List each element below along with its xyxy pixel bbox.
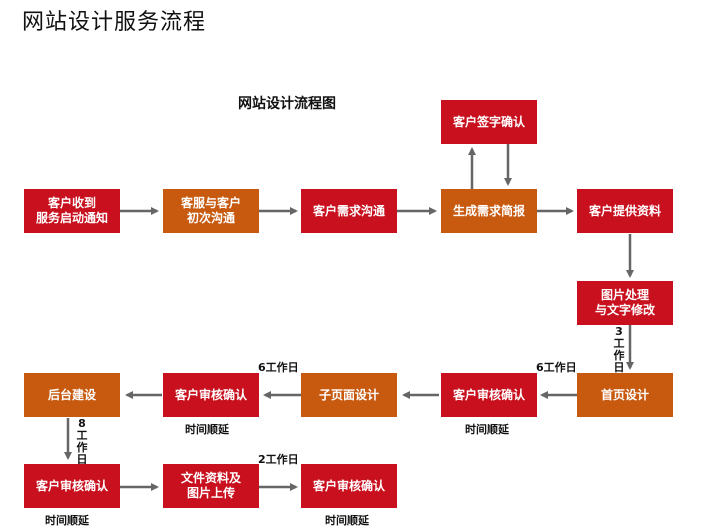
note-6-workdays-a: 6工作日 bbox=[258, 361, 299, 374]
node-client-review-3: 客户审核确认 bbox=[24, 464, 120, 508]
note-delay-4: 时间顺延 bbox=[325, 514, 369, 527]
note-8-workdays: 8工作日 bbox=[76, 417, 88, 466]
note-6-workdays-b: 6工作日 bbox=[536, 361, 577, 374]
node-client-provides-materials: 客户提供资料 bbox=[577, 189, 673, 233]
node-homepage-design: 首页设计 bbox=[577, 373, 673, 417]
note-delay-3: 时间顺延 bbox=[45, 514, 89, 527]
node-generate-brief: 生成需求简报 bbox=[441, 189, 537, 233]
node-subpage-design: 子页面设计 bbox=[301, 373, 397, 417]
node-initial-communication: 客服与客户 初次沟通 bbox=[163, 189, 259, 233]
page-title: 网站设计服务流程 bbox=[22, 10, 207, 35]
node-client-receives-notice: 客户收到 服务启动通知 bbox=[24, 189, 120, 233]
note-delay-2: 时间顺延 bbox=[185, 423, 229, 436]
note-3-workdays: 3工作日 bbox=[613, 325, 625, 374]
node-client-sign-confirm: 客户签字确认 bbox=[441, 100, 537, 144]
diagram-title: 网站设计流程图 bbox=[238, 96, 336, 112]
node-file-upload: 文件资料及 图片上传 bbox=[163, 464, 259, 508]
note-2-workdays: 2工作日 bbox=[258, 453, 299, 466]
node-client-review-2: 客户审核确认 bbox=[163, 373, 259, 417]
node-backend-build: 后台建设 bbox=[24, 373, 120, 417]
note-delay-1: 时间顺延 bbox=[465, 423, 509, 436]
node-client-review-4: 客户审核确认 bbox=[301, 464, 397, 508]
node-image-text-processing: 图片处理 与文字修改 bbox=[577, 281, 673, 325]
node-requirement-communication: 客户需求沟通 bbox=[301, 189, 397, 233]
node-client-review-1: 客户审核确认 bbox=[441, 373, 537, 417]
